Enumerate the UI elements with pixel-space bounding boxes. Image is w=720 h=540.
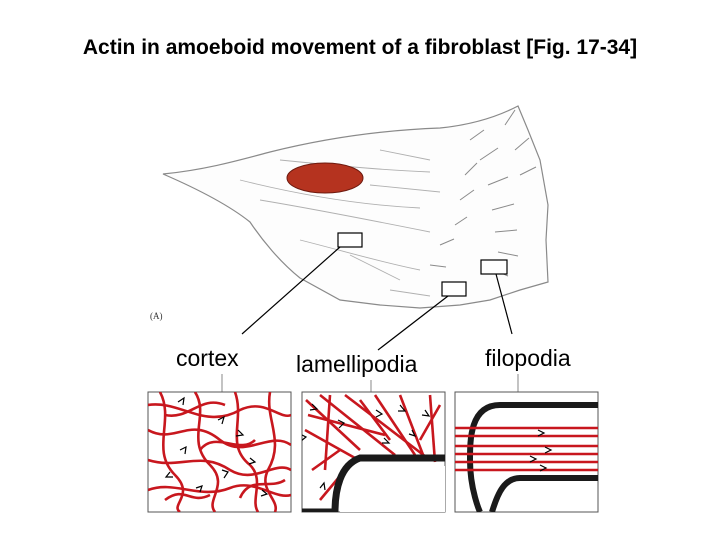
cell-body (162, 105, 549, 309)
lamellipodia-region-box (441, 281, 467, 297)
leader-lines (241, 246, 513, 351)
lamellipodia-inset (301, 391, 446, 513)
filopodia-membrane (466, 402, 598, 512)
cortex-label: cortex (176, 345, 239, 371)
cortex-region-box (337, 232, 363, 248)
filopodia-membrane-lower (489, 475, 598, 512)
filopodia-region-box (480, 259, 508, 275)
filopodia-inset (454, 391, 599, 513)
filopodia-spikes (429, 109, 537, 277)
panel-tag: (A) (150, 311, 163, 321)
lamellipodia-label: lamellipodia (296, 351, 418, 377)
lamellipodia-actin-network (304, 393, 442, 501)
cortex-actin-network (148, 392, 291, 512)
lamellipodia-membrane (302, 454, 445, 512)
cortex-inset (147, 391, 292, 513)
slide-title: Actin in amoeboid movement of a fibrobla… (82, 36, 638, 59)
filopodia-actin-bundle (455, 426, 598, 472)
filopodia-label: filopodia (485, 345, 571, 371)
nucleus (286, 162, 364, 194)
